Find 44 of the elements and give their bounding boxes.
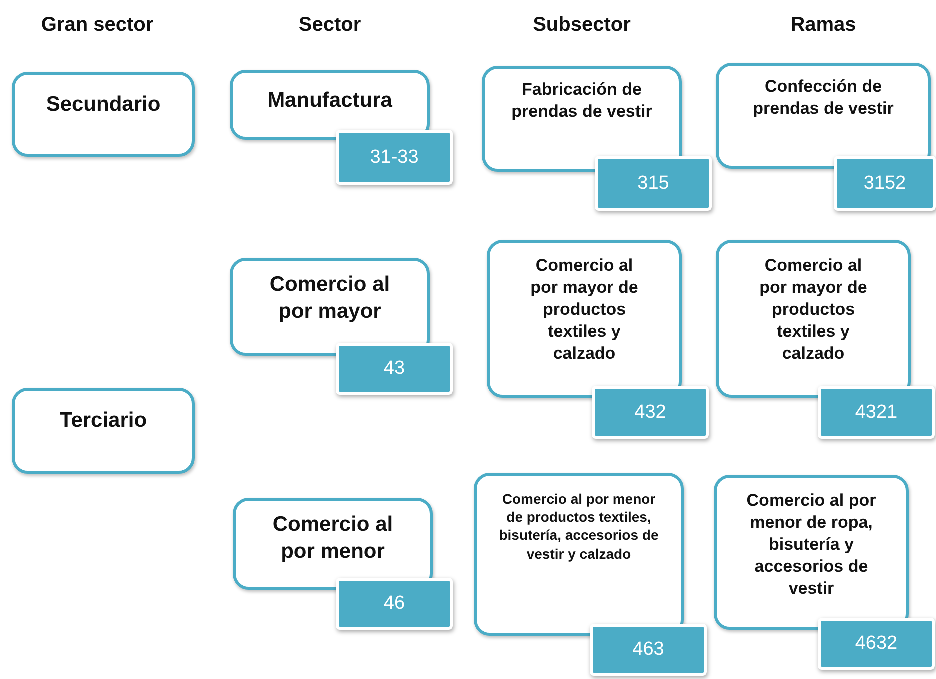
category-box [716, 240, 911, 398]
code-tag [818, 618, 935, 670]
code-number: 46 [384, 593, 406, 615]
code-tag [590, 624, 707, 676]
category-label: Comercio al por mayor de productos textiles y calzado [530, 255, 640, 366]
code-tag [336, 343, 453, 395]
category-box [714, 475, 909, 630]
category-box [12, 388, 195, 474]
code-tag [595, 156, 712, 211]
category-box [230, 70, 430, 140]
code-number: 31-33 [370, 146, 419, 168]
code-number: 4321 [855, 402, 898, 424]
category-label: Manufactura [268, 88, 392, 114]
category-box [487, 240, 682, 398]
column-header: Gran sector [40, 14, 155, 37]
category-label: Secundario [46, 92, 161, 118]
category-label: Fabricación de prendas de vestir [510, 79, 654, 124]
code-number: 315 [638, 172, 670, 194]
code-number: 3152 [864, 172, 906, 194]
code-number: 432 [634, 402, 666, 424]
category-label: Comercio al por menor [272, 512, 394, 566]
code-tag [592, 386, 709, 439]
code-number: 463 [632, 639, 664, 661]
code-tag [834, 156, 936, 211]
category-box [482, 66, 682, 172]
code-tag [336, 130, 453, 185]
category-label: Comercio al por mayor [268, 272, 392, 326]
column-header: Subsector [532, 14, 632, 37]
code-tag [818, 386, 935, 439]
category-label: Comercio al por mayor de productos textiles y calzado [758, 255, 868, 366]
code-number: 43 [384, 358, 406, 380]
category-label: Comercio al por menor de productos textiles, bisutería, accesorios de vestir y calzado [499, 490, 659, 563]
category-label: Comercio al por menor de ropa, bisutería y accesorios de vestir [746, 490, 876, 600]
code-number: 4632 [855, 633, 898, 655]
category-label: Confección de prendas de vestir [752, 76, 895, 120]
code-tag [336, 578, 453, 630]
category-box [230, 258, 430, 356]
category-box [233, 498, 433, 590]
column-header: Sector [298, 14, 362, 37]
column-header: Ramas [790, 14, 858, 37]
category-label: Terciario [60, 408, 148, 434]
category-box [474, 473, 684, 636]
category-box [12, 72, 195, 157]
category-box [716, 63, 931, 169]
